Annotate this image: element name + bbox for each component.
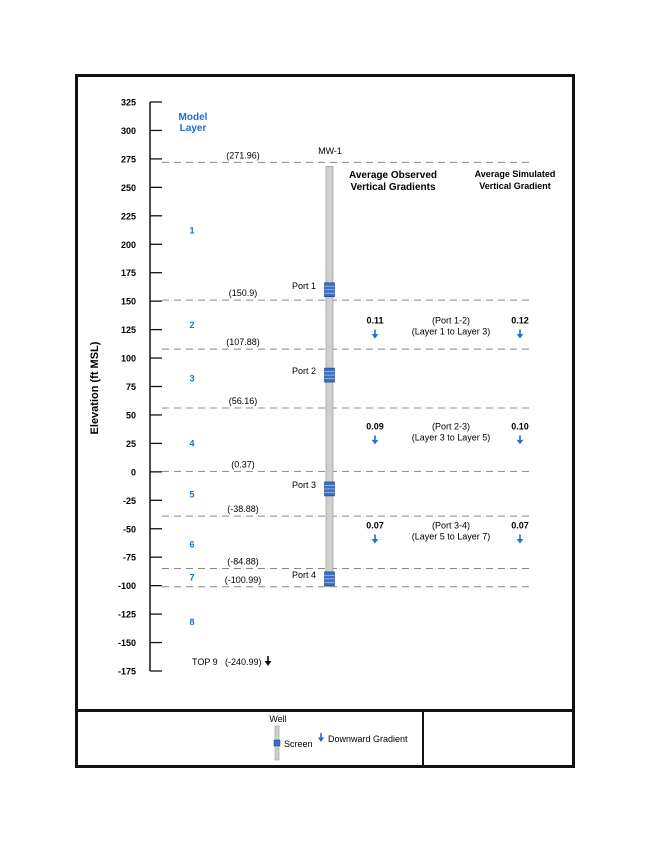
y-tick-label: 300 <box>121 126 136 136</box>
port-label: Port 2 <box>292 366 316 376</box>
y-tick-label: -75 <box>123 553 136 563</box>
model-layer-number: 2 <box>189 320 194 330</box>
boundary-elevation-label: (150.9) <box>229 288 258 298</box>
y-tick-label: -50 <box>123 524 136 534</box>
port-label: Port 3 <box>292 480 316 490</box>
y-tick-label: 50 <box>126 410 136 420</box>
model-layer-header-1: Model <box>179 112 208 123</box>
legend-well-icon <box>273 725 281 761</box>
y-tick-label: 150 <box>121 297 136 307</box>
y-tick-label: 275 <box>121 154 136 164</box>
port-pair-label: (Port 2-3) <box>432 421 470 431</box>
legend-screen-label: Screen <box>284 739 313 749</box>
boundary-elevation-label: (-100.99) <box>225 575 262 585</box>
y-tick-label: 25 <box>126 439 136 449</box>
model-layer-number: 6 <box>189 540 194 550</box>
observed-gradient-value: 0.11 <box>366 316 383 326</box>
boundary-elevation-label: (56.16) <box>229 396 258 406</box>
observed-gradient-value: 0.07 <box>366 520 384 530</box>
model-layer-number: 3 <box>189 374 194 384</box>
observed-header-2: Vertical Gradients <box>350 182 435 193</box>
legend-downward-gradient-icon <box>317 733 325 742</box>
simulated-header-1: Average Simulated <box>475 169 556 179</box>
layer-range-label: (Layer 3 to Layer 5) <box>412 432 491 442</box>
legend-separator <box>75 709 575 712</box>
y-tick-label: -150 <box>118 638 136 648</box>
y-tick-label: 200 <box>121 240 136 250</box>
model-layer-number: 4 <box>189 438 194 448</box>
y-tick-label: 75 <box>126 382 136 392</box>
simulated-down-arrow-icon <box>516 329 524 339</box>
y-tick-label: -100 <box>118 581 136 591</box>
legend-divider <box>422 711 424 767</box>
y-tick-label: 175 <box>121 268 136 278</box>
simulated-gradient-value: 0.10 <box>511 421 529 431</box>
port-pair-label: (Port 1-2) <box>432 316 470 326</box>
well-name: MW-1 <box>318 146 342 156</box>
legend-gradient-label: Downward Gradient <box>328 734 408 744</box>
top9-value: (-240.99) <box>225 657 262 667</box>
y-tick-label: 100 <box>121 354 136 364</box>
figure-frame <box>75 74 575 768</box>
boundary-elevation-label: (-38.88) <box>227 504 259 514</box>
simulated-down-arrow-icon <box>516 435 524 445</box>
model-layer-number: 8 <box>189 617 194 627</box>
layer-range-label: (Layer 5 to Layer 7) <box>412 531 491 541</box>
boundary-elevation-label: (271.96) <box>226 150 260 160</box>
model-layer-header-2: Layer <box>180 123 207 134</box>
observed-down-arrow-icon <box>371 435 379 445</box>
boundary-elevation-label: (0.37) <box>231 459 255 469</box>
simulated-down-arrow-icon <box>516 534 524 544</box>
top9-down-arrow-icon <box>264 656 272 666</box>
well-screen <box>324 367 335 383</box>
observed-header-1: Average Observed <box>349 170 437 181</box>
layer-range-label: (Layer 1 to Layer 3) <box>412 327 491 337</box>
observed-gradient-value: 0.09 <box>366 421 384 431</box>
observed-down-arrow-icon <box>371 329 379 339</box>
well-screen <box>324 571 335 587</box>
y-tick-label: 225 <box>121 211 136 221</box>
legend-well-label: Well <box>269 714 286 724</box>
y-tick-label: -175 <box>118 667 136 677</box>
port-label: Port 1 <box>292 281 316 291</box>
simulated-gradient-value: 0.07 <box>511 520 529 530</box>
y-tick-label: 125 <box>121 325 136 335</box>
model-layer-number: 5 <box>189 490 194 500</box>
model-layer-number: 1 <box>189 226 194 236</box>
simulated-header-2: Vertical Gradient <box>479 181 551 191</box>
y-axis-label: Elevation (ft MSL) <box>89 341 101 434</box>
boundary-elevation-label: (-84.88) <box>227 556 259 566</box>
y-tick-label: -125 <box>118 610 136 620</box>
top9-label: TOP 9 <box>192 657 218 667</box>
y-tick-label: 250 <box>121 183 136 193</box>
model-layer-number: 7 <box>189 573 194 583</box>
y-tick-label: 0 <box>131 467 136 477</box>
y-tick-label: 325 <box>121 98 136 108</box>
boundary-elevation-label: (107.88) <box>226 337 260 347</box>
port-label: Port 4 <box>292 570 316 580</box>
port-pair-label: (Port 3-4) <box>432 520 470 530</box>
well-screen <box>324 481 335 497</box>
y-tick-label: -25 <box>123 496 136 506</box>
simulated-gradient-value: 0.12 <box>511 316 529 326</box>
well-screen <box>324 282 335 298</box>
observed-down-arrow-icon <box>371 534 379 544</box>
